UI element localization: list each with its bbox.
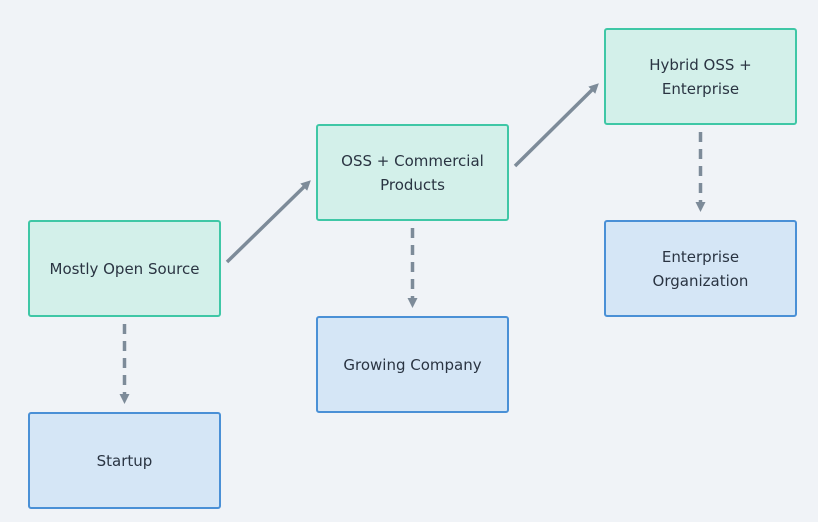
node-enterprise-organization[interactable]: Enterprise Organization <box>604 220 797 317</box>
node-label: Hybrid OSS + Enterprise <box>649 55 752 98</box>
node-label: Growing Company <box>343 355 482 374</box>
node-label: Enterprise Organization <box>652 247 749 290</box>
node-label: OSS + Commercial Products <box>341 151 484 194</box>
node-growing-company[interactable]: Growing Company <box>316 316 509 413</box>
node-label: Startup <box>96 451 153 470</box>
node-label: Mostly Open Source <box>49 259 200 278</box>
arrow-oss-to-hybrid <box>513 83 599 168</box>
node-oss-commercial-products[interactable]: OSS + Commercial Products <box>316 124 509 221</box>
node-startup[interactable]: Startup <box>28 412 221 509</box>
node-hybrid-oss-enterprise[interactable]: Hybrid OSS + Enterprise <box>604 28 797 125</box>
arrow-mostly-to-oss <box>225 180 311 264</box>
node-mostly-open-source[interactable]: Mostly Open Source <box>28 220 221 317</box>
